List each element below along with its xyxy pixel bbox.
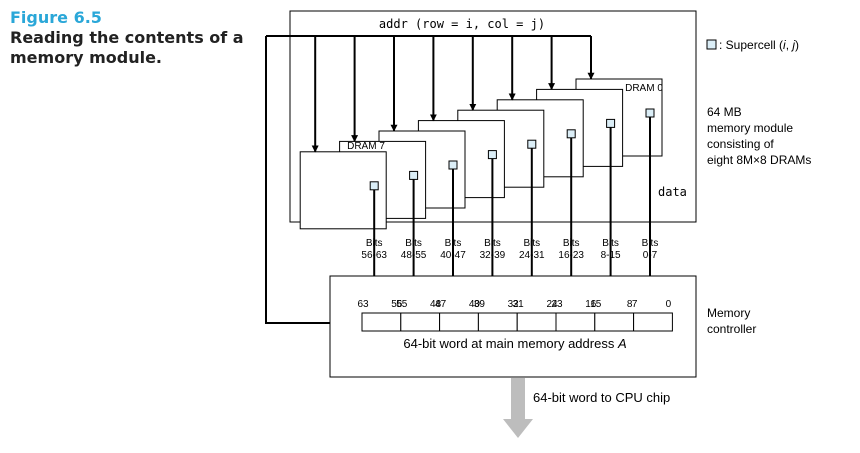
bit-number-8: 31 (513, 299, 525, 310)
bit-number-7: 32 (508, 299, 520, 310)
bits-label-top-4: Bits (523, 238, 540, 249)
word-cell-2 (439, 312, 479, 332)
supercell-5 (448, 160, 458, 170)
bit-number-2: 55 (396, 299, 408, 310)
supercell-6 (409, 170, 419, 180)
bit-number-10: 23 (551, 299, 563, 310)
legend-suffix: ) (795, 38, 799, 52)
word-cell-1 (400, 312, 441, 332)
figure-title: Reading the contents of a memory module. (10, 28, 244, 67)
word-cell-5 (555, 312, 596, 332)
bits-label-top-7: Bits (642, 238, 659, 249)
controller-label-2: controller (707, 322, 756, 336)
bits-label-range-2: 40-47 (440, 250, 466, 261)
bit-number-12: 15 (590, 299, 602, 310)
bit-number-4: 47 (435, 299, 447, 310)
word-cell-7 (633, 312, 673, 332)
word-cell-4 (516, 312, 557, 332)
bits-label-range-6: 8-15 (601, 250, 621, 261)
supercell-0 (645, 108, 655, 118)
supercell-1 (606, 118, 616, 128)
cpu-label: 64-bit word to CPU chip (533, 390, 670, 405)
bit-number-14: 7 (632, 299, 638, 310)
supercell-4 (487, 150, 497, 160)
word-cell-0 (361, 312, 402, 332)
addr-label: addr (row = i, col = j) (379, 17, 545, 31)
bit-number-3: 48 (430, 299, 442, 310)
controller-label-1: Memory (707, 306, 750, 320)
module-desc-4: eight 8M×8 DRAMs (707, 153, 811, 167)
module-desc-3: consisting of (707, 137, 774, 151)
word-label-var: A (617, 336, 627, 351)
bits-label-range-1: 48-55 (401, 250, 427, 261)
word-label-text: 64-bit word at main memory address (403, 336, 618, 351)
module-desc-1: 64 MB (707, 105, 742, 119)
supercell-2 (566, 129, 576, 139)
legend-i: i (783, 38, 786, 52)
addr-bus-to-controller (265, 36, 330, 324)
legend-sep: , (786, 38, 793, 52)
address-arrows (311, 36, 595, 153)
bits-label-top-1: Bits (405, 238, 422, 249)
supercell-3 (527, 139, 537, 149)
figure-label: Figure 6.5 (10, 8, 102, 27)
word-register (361, 312, 673, 332)
bits-label-range-0: 56-63 (361, 250, 387, 261)
bits-label-range-7: 0-7 (643, 250, 658, 261)
bit-number-0: 63 (357, 299, 369, 310)
bit-number-13: 8 (627, 299, 633, 310)
word-label: 64-bit word at main memory address A (403, 336, 626, 351)
dram-chips (299, 78, 663, 230)
word-cell-3 (477, 312, 518, 332)
bits-label-top-5: Bits (563, 238, 580, 249)
bits-label-range-5: 16-23 (558, 250, 584, 261)
bits-label-top-6: Bits (602, 238, 619, 249)
dram-7-label: DRAM 7 (347, 141, 385, 152)
figure-caption: Figure 6.5 Reading the contents of a mem… (10, 8, 250, 68)
bits-label-top-3: Bits (484, 238, 501, 249)
legend-j: j (790, 38, 795, 52)
cpu-output-arrow (503, 378, 533, 438)
bit-number-15: 0 (666, 299, 672, 310)
bit-number-1: 56 (391, 299, 403, 310)
bits-label-range-3: 32-39 (480, 250, 506, 261)
bit-number-5: 40 (469, 299, 481, 310)
supercell-legend-text: : Supercell (i, j) (719, 38, 799, 52)
bit-number-6: 39 (474, 299, 486, 310)
supercell-7 (369, 181, 379, 191)
bits-label-top-2: Bits (445, 238, 462, 249)
bits-label-top-0: Bits (366, 238, 383, 249)
bits-label-range-4: 24-31 (519, 250, 545, 261)
bit-number-9: 24 (546, 299, 558, 310)
data-label: data (658, 185, 687, 199)
word-cell-6 (594, 312, 635, 332)
legend-prefix: : Supercell ( (719, 38, 783, 52)
module-desc-2: memory module (707, 121, 793, 135)
supercell-legend-icon (706, 39, 717, 50)
dram-0-label: DRAM 0 (625, 83, 663, 94)
bit-number-11: 16 (585, 299, 597, 310)
bits-labels: Bits56-63Bits48-55Bits40-47Bits32-39Bits… (361, 238, 658, 261)
